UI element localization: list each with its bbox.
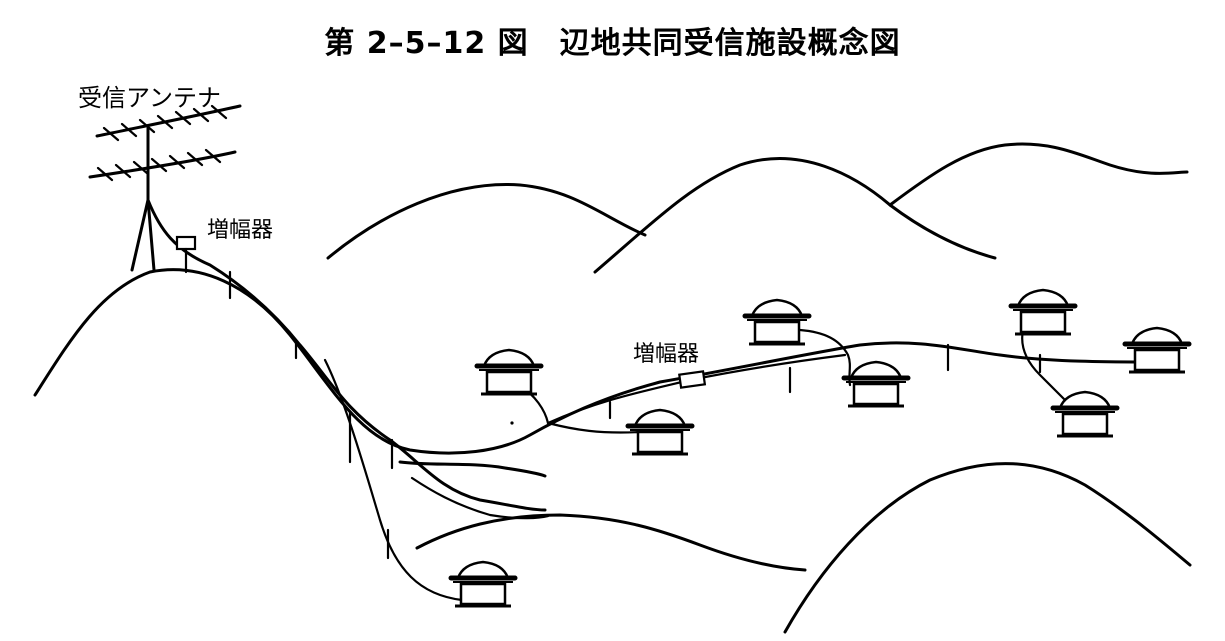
cable-branch-down (323, 358, 464, 602)
valley-ridge (398, 460, 547, 478)
house (628, 410, 692, 454)
back-hill-left (326, 183, 647, 260)
front-hill-right (783, 462, 1192, 634)
house (1125, 328, 1189, 372)
back-hill-middle (593, 157, 997, 274)
amplifier-label-hilltop: 増幅器 (207, 218, 274, 243)
house (451, 562, 515, 606)
back-hill-right (888, 142, 1189, 207)
bottom-branch-cable (410, 476, 550, 520)
figure-title: 第 2–5–12 図 辺地共同受信施設概念図 (324, 26, 901, 61)
house (477, 350, 541, 394)
antenna-label: 受信アンテナ (78, 84, 222, 112)
house (844, 362, 908, 406)
amplifier-valley (678, 370, 707, 389)
amplifier-label-valley: 増幅器 (633, 342, 700, 367)
valley-trunk-cable (546, 353, 847, 425)
main-cable (146, 198, 547, 512)
front-hill-left (415, 513, 807, 572)
receiving-antenna (88, 104, 242, 272)
house (745, 300, 809, 344)
amplifier-hilltop (175, 235, 197, 251)
house (1011, 290, 1075, 334)
antenna-hill (33, 268, 1157, 455)
